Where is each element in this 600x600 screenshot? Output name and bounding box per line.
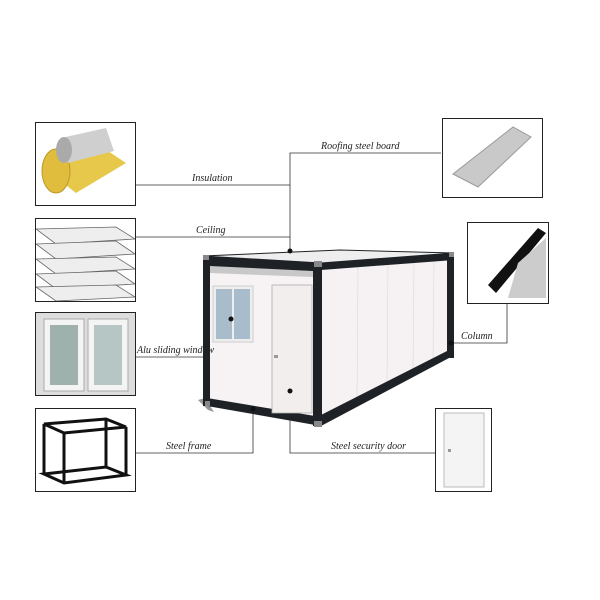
column-image [467,222,549,304]
leader-lines [135,152,508,454]
steel-security-door-label: Steel security door [331,441,406,452]
roofing-steel-board-label: Roofing steel board [321,141,400,152]
steel-security-door-image [435,408,492,492]
container-house [198,249,455,427]
frame-leader [135,409,254,454]
steel-frame-label: Steel frame [166,441,212,452]
alu-sliding-window-image [35,312,136,396]
roofing-leader [289,152,441,251]
leader-dots [228,248,454,412]
ceiling-image [35,218,136,302]
ceiling-label: Ceiling [196,225,226,236]
alu-sliding-window-label: Alu sliding window [137,345,215,356]
steel-frame-image [35,408,136,492]
roofing-steel-board-image [442,118,543,198]
insulation-label: Insulation [192,173,233,184]
column-leader [451,302,508,344]
door [271,284,313,414]
insulation-image [35,122,136,206]
column-label: Column [461,331,493,342]
